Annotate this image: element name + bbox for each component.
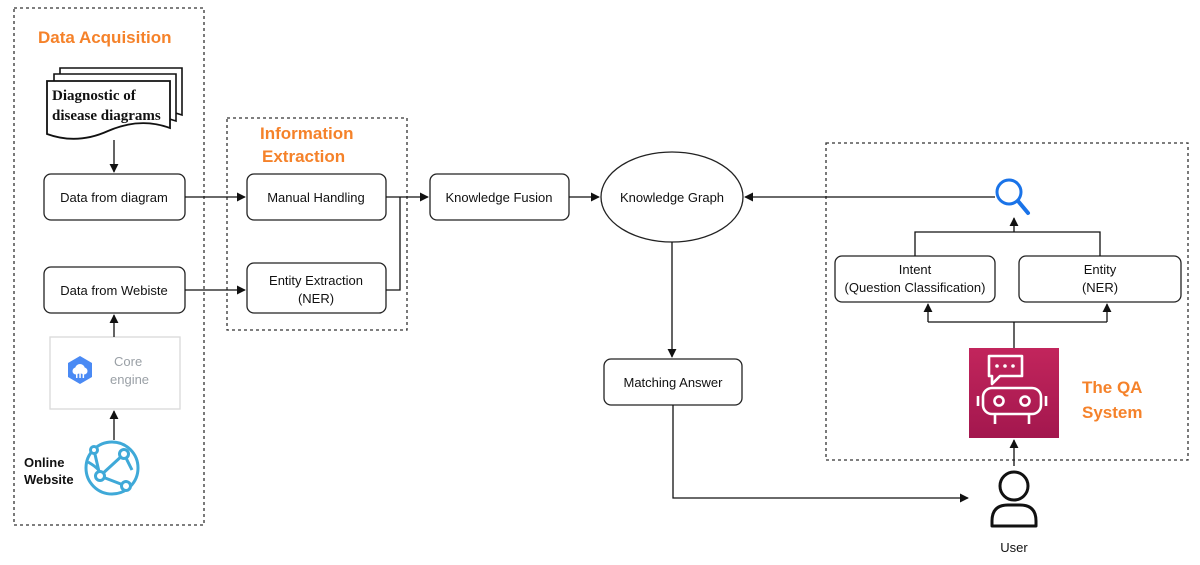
online-website-label-line1: Online xyxy=(24,455,64,470)
cloud-engine-icon xyxy=(68,356,92,384)
knowledge-graph-label: Knowledge Graph xyxy=(620,190,724,205)
edge-intent-entity-merge xyxy=(914,231,1101,256)
qa-system-title-line1: The QA xyxy=(1082,378,1142,397)
document-stack-icon xyxy=(46,67,183,140)
information-extraction-title-line1: Information xyxy=(260,124,354,143)
entity-label-line1: Entity xyxy=(1084,262,1117,277)
search-icon xyxy=(995,178,1030,215)
entity-extraction-node xyxy=(246,262,387,314)
information-extraction-group xyxy=(226,117,408,331)
qa-system-title-line2: System xyxy=(1082,403,1142,422)
edges xyxy=(109,140,1112,503)
intent-label-line1: Intent xyxy=(899,262,932,277)
user-label: User xyxy=(1000,540,1028,555)
core-engine-label-line2: engine xyxy=(110,372,149,387)
edge-answer-to-user xyxy=(672,405,969,503)
data-from-website-label: Data from Webiste xyxy=(60,283,167,298)
chatbot-icon xyxy=(969,348,1059,438)
manual-handling-label: Manual Handling xyxy=(267,190,365,205)
web-globe-icon xyxy=(84,440,140,496)
data-from-diagram-label: Data from diagram xyxy=(60,190,168,205)
online-website-label-line2: Website xyxy=(24,472,74,487)
user-icon xyxy=(990,470,1038,528)
intent-label-line2: (Question Classification) xyxy=(845,280,986,295)
entity-extraction-label-line1: Entity Extraction xyxy=(269,273,363,288)
doc-label-line1: Diagnostic of xyxy=(52,88,137,104)
data-acquisition-title: Data Acquisition xyxy=(38,28,172,47)
entity-extraction-label-line2: (NER) xyxy=(298,291,334,306)
edge-entity-extraction-to-fusion xyxy=(386,197,401,291)
knowledge-fusion-label: Knowledge Fusion xyxy=(446,190,553,205)
information-extraction-title-line2: Extraction xyxy=(262,147,345,166)
qa-system-group xyxy=(825,142,1189,461)
doc-label-line2: disease diagrams xyxy=(52,108,161,124)
matching-answer-label: Matching Answer xyxy=(624,375,724,390)
core-engine-label-line1: Core xyxy=(114,354,142,369)
entity-label-line2: (NER) xyxy=(1082,280,1118,295)
